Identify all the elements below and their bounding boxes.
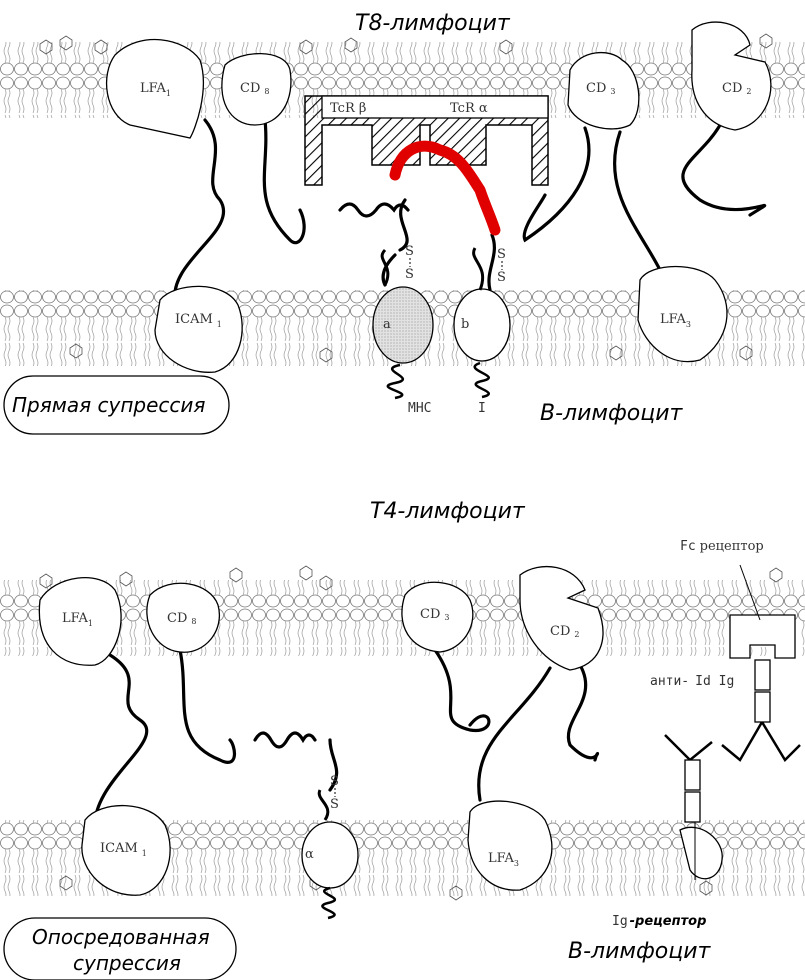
anti-prefix: анти- bbox=[650, 674, 689, 689]
ss-4: S bbox=[497, 270, 506, 285]
bottom-mode-line2: супрессия bbox=[73, 951, 181, 975]
mhc-class-i: a b MHC I bbox=[372, 286, 511, 416]
icam1-bottom-sub: 1 bbox=[142, 849, 147, 858]
svg-text:LFA3: LFA3 bbox=[488, 851, 519, 868]
id-ig: Id Ig bbox=[695, 674, 734, 689]
ig-mono: Ig bbox=[612, 914, 628, 929]
top-lfa1: LFA1 bbox=[105, 38, 204, 139]
top-lfa3: LFA3 bbox=[637, 265, 728, 363]
cd3-bottom-label: CD bbox=[420, 607, 440, 622]
bottom-cd2: CD 2 bbox=[519, 565, 604, 671]
fc-receptor-label: Fc рецептор bbox=[680, 539, 764, 554]
cd2-bottom-label: CD bbox=[550, 624, 570, 639]
mhc-chain-a bbox=[372, 286, 434, 364]
top-title: T8-лимфоцит bbox=[355, 11, 511, 36]
antigen-peptide bbox=[389, 140, 501, 236]
ss-6: S bbox=[330, 797, 339, 812]
top-mode-label: Прямая супрессия bbox=[12, 393, 205, 417]
cd3-top-label: CD bbox=[586, 81, 606, 96]
lfa1-bottom-sub: 1 bbox=[88, 619, 93, 628]
top-glycan-decorations bbox=[39, 33, 773, 363]
top-mode-box bbox=[3, 375, 230, 435]
cd3-bottom-sub: 3 bbox=[444, 613, 449, 622]
anti-id-ig-label: анти- Id Ig bbox=[650, 674, 734, 689]
top-cd8: CD 8 bbox=[221, 52, 292, 126]
mhc-b-label: b bbox=[461, 317, 469, 332]
top-b-cell-label: В-лимфоцит bbox=[540, 401, 684, 426]
top-icam1: ICAM 1 bbox=[154, 285, 243, 373]
bottom-title: T4-лимфоцит bbox=[370, 499, 526, 524]
mhc-a-label: a bbox=[383, 317, 391, 332]
cd3-top-sub: 3 bbox=[610, 87, 615, 96]
fc-mono: Fc bbox=[680, 539, 696, 554]
alpha-label: α bbox=[305, 847, 314, 862]
cd8-top-sub: 8 bbox=[264, 87, 269, 96]
bottom-mode-box bbox=[3, 917, 237, 980]
bottom-lfa3: LFA3 bbox=[467, 800, 553, 891]
fc-receptor-antibody bbox=[721, 564, 801, 763]
svg-text:CD2: CD 2 bbox=[550, 624, 579, 639]
lfa3-bottom-sub: 3 bbox=[514, 859, 519, 868]
mhc-label: MHC bbox=[408, 401, 431, 416]
ss-5: S bbox=[330, 774, 339, 789]
cd2-top-label: CD bbox=[722, 81, 742, 96]
ig-receptor-label: Ig-рецептор bbox=[612, 914, 706, 929]
top-molecular-chains bbox=[173, 118, 767, 302]
bottom-cd8: CD 8 bbox=[146, 582, 220, 653]
bottom-molecular-chains bbox=[93, 648, 600, 832]
cd8-top-label: CD bbox=[240, 81, 260, 96]
svg-text:CD8: CD 8 bbox=[240, 81, 269, 96]
bottom-b-cell-label: В-лимфоцит bbox=[568, 939, 712, 964]
svg-text:CD2: CD 2 bbox=[722, 81, 751, 96]
icam1-top-label: ICAM bbox=[175, 312, 213, 327]
ss-2: S bbox=[405, 267, 414, 282]
lfa3-top-sub: 3 bbox=[686, 320, 691, 329]
lfa1-top-sub: 1 bbox=[166, 89, 171, 98]
lfa3-top-label: LFA bbox=[660, 312, 687, 327]
bottom-lfa1: LFA1 bbox=[38, 577, 122, 666]
cd2-top-sub: 2 bbox=[746, 87, 751, 96]
mhc-class-label: I bbox=[478, 401, 486, 416]
lfa1-bottom-label: LFA bbox=[62, 611, 89, 626]
cd2-bottom-sub: 2 bbox=[574, 630, 579, 639]
svg-text:CD8: CD 8 bbox=[167, 611, 196, 626]
icam1-bottom-label: ICAM bbox=[100, 841, 138, 856]
svg-text:CD3: CD 3 bbox=[420, 607, 449, 622]
top-cd3: CD 3 bbox=[567, 51, 640, 130]
fc-word: рецептор bbox=[700, 539, 764, 554]
ig-receptor bbox=[664, 734, 723, 880]
lfa1-top-label: LFA bbox=[140, 81, 167, 96]
ss-1: S bbox=[405, 244, 414, 259]
svg-text:CD3: CD 3 bbox=[586, 81, 615, 96]
bottom-cd3: CD 3 bbox=[401, 581, 474, 653]
svg-text:LFA3: LFA3 bbox=[660, 312, 691, 329]
svg-text:LFA1: LFA1 bbox=[62, 611, 93, 628]
top-cd2: CD 2 bbox=[691, 21, 772, 131]
ig-word: -рецептор bbox=[630, 914, 707, 929]
cd8-bottom-sub: 8 bbox=[191, 617, 196, 626]
bottom-mhc-alpha: α S S bbox=[301, 774, 359, 920]
tcr-alpha-label: TcR α bbox=[450, 101, 488, 116]
svg-text:LFA1: LFA1 bbox=[140, 81, 171, 98]
bottom-mode-line1: Опосредованная bbox=[32, 925, 210, 949]
top-disulfide-bonds: S S S S bbox=[380, 244, 506, 291]
cd8-bottom-label: CD bbox=[167, 611, 187, 626]
lfa3-bottom-label: LFA bbox=[488, 851, 515, 866]
tcr-beta-label: TcR β bbox=[330, 101, 366, 116]
bottom-glycan-decorations bbox=[39, 565, 783, 901]
top-tcr-complex: TcR β TcR α bbox=[304, 95, 549, 186]
ss-3: S bbox=[497, 247, 506, 262]
bottom-icam1: ICAM 1 bbox=[81, 804, 171, 896]
mhc-chain-b bbox=[453, 288, 511, 362]
icam1-top-sub: 1 bbox=[217, 320, 222, 329]
